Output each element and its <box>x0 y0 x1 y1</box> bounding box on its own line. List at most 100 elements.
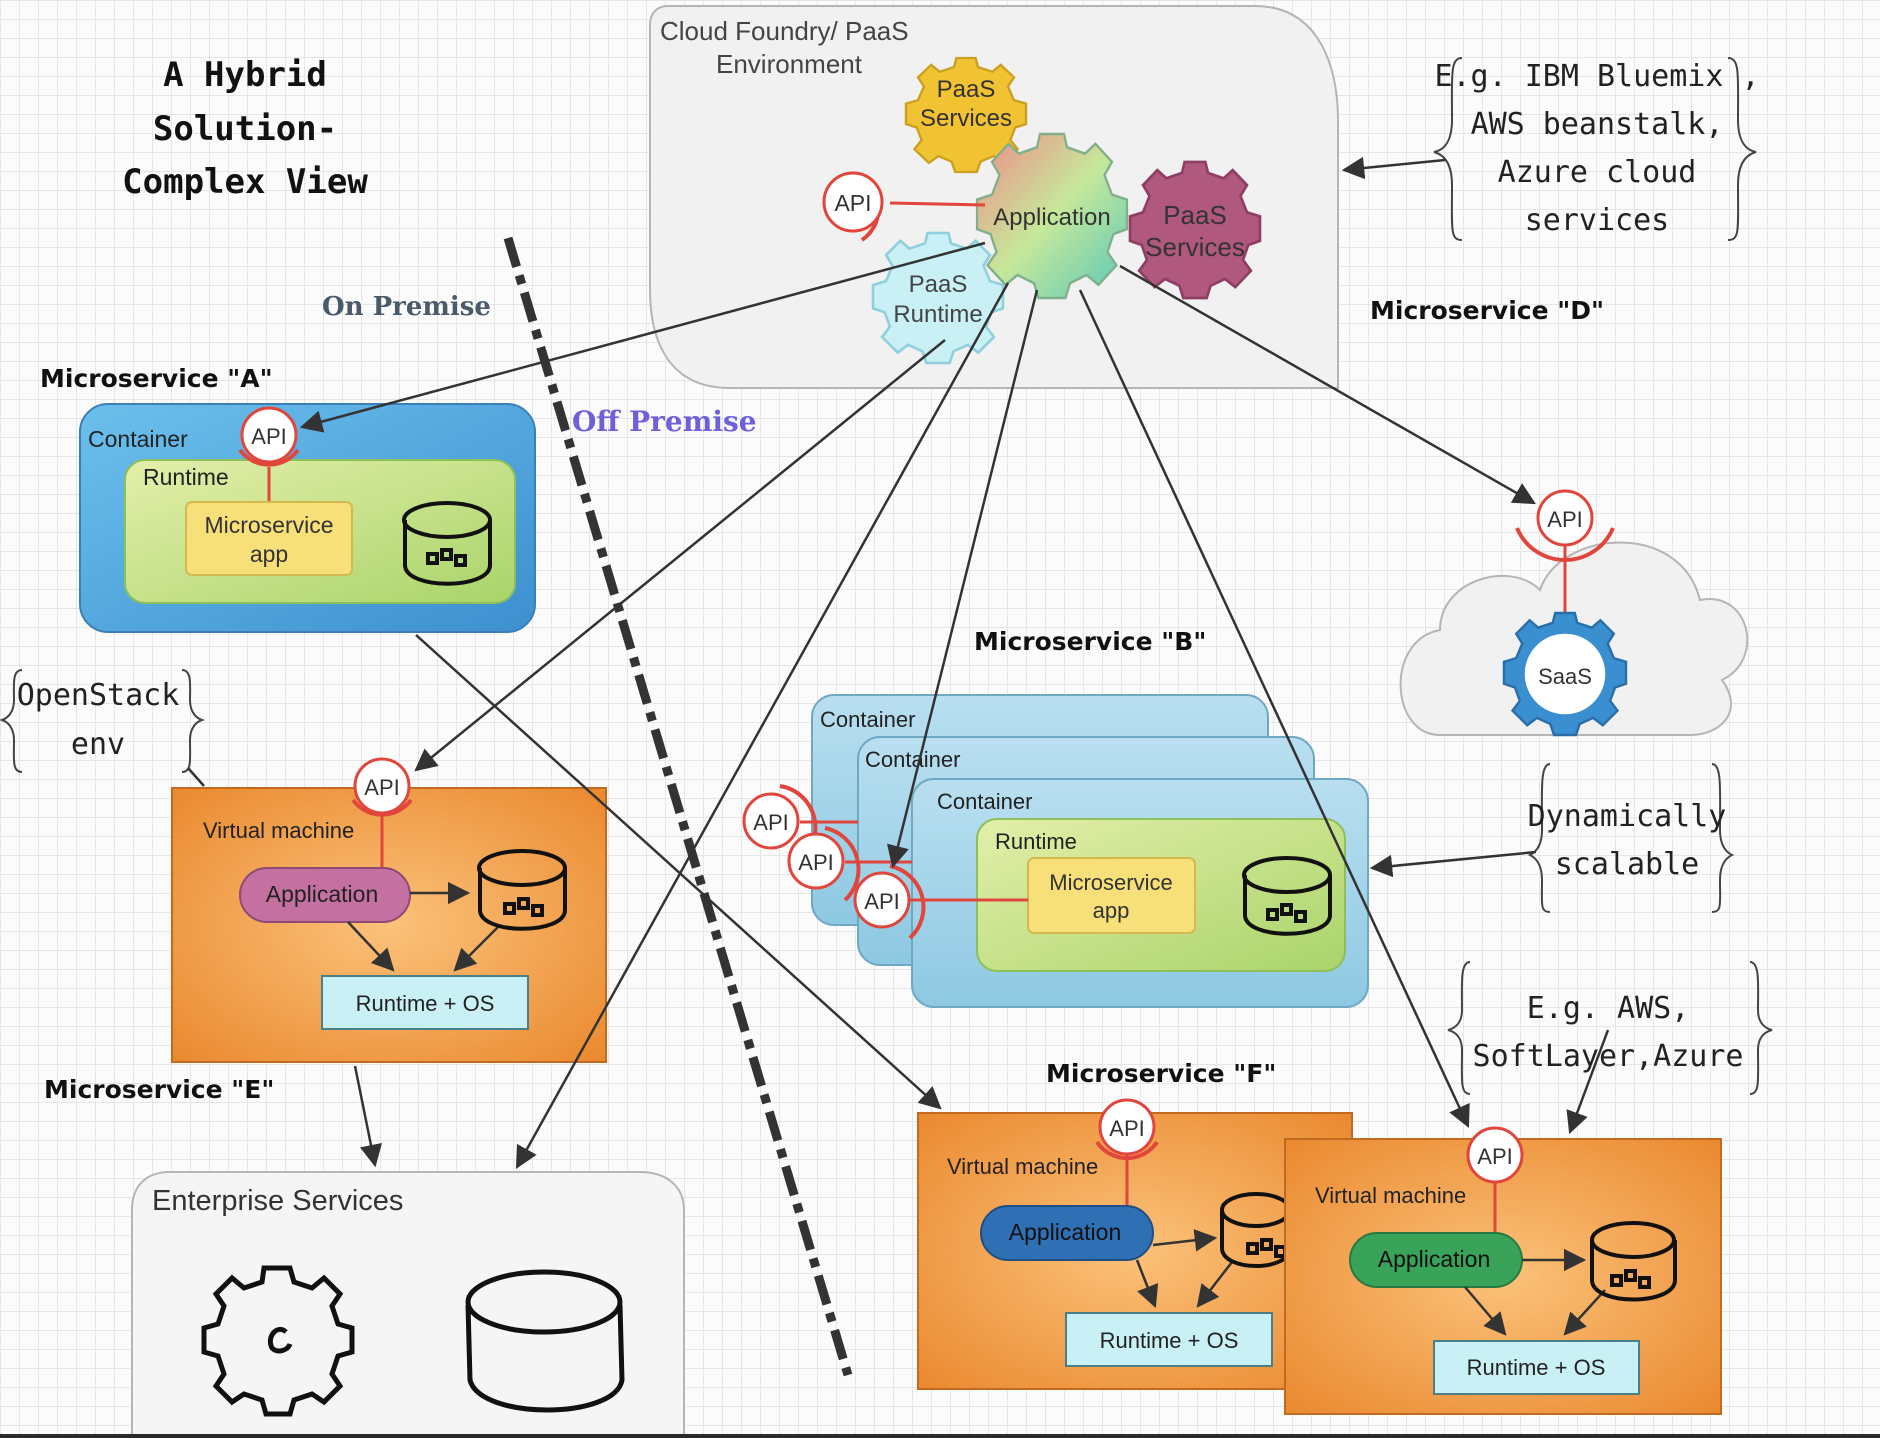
enterprise-gear-icon <box>201 1265 355 1417</box>
microservice-f-vm-1-app <box>980 1205 1154 1261</box>
microservice-b-app <box>1027 857 1196 934</box>
microservice-e-vm-label: Virtual machine <box>203 818 354 843</box>
microservice-f-vm-2-api-label: API <box>1477 1144 1512 1169</box>
on-premise-label: On Premise <box>322 292 491 322</box>
microservice-d-api[interactable]: API <box>1515 489 1615 562</box>
microservice-d-cloud: SaaS <box>1399 541 1749 737</box>
bottom-edge-bar <box>0 1434 1880 1438</box>
microservice-e-app <box>239 867 411 923</box>
microservice-b-api-3[interactable]: API <box>853 864 926 940</box>
microservice-f-vm-1-app-label: Application <box>1009 1219 1122 1245</box>
microservice-f-vm-2-app-label: Application <box>1378 1246 1491 1272</box>
arrow-examples-to-paas <box>1341 156 1446 180</box>
microservice-b-api-1[interactable]: API <box>742 784 818 862</box>
microservice-f-vm-1-runtime-os <box>1065 1312 1273 1367</box>
microservice-b-database-icon <box>1242 856 1332 936</box>
paas-api-label: API <box>834 190 871 216</box>
cloud-examples-line-1: E.g. AWS, <box>1527 991 1690 1026</box>
paas-env-line-2: Environment <box>716 49 863 79</box>
microservice-e-runtime-os <box>321 975 529 1030</box>
microservice-f-vm-1-api[interactable]: API <box>1095 1098 1159 1161</box>
scalable-line-2: scalable <box>1555 847 1700 882</box>
microservice-b-container-3-label: Container <box>937 789 1032 814</box>
title-line-3: Complex View <box>122 162 368 202</box>
paas-env-line-1: Cloud Foundry/ PaaS <box>660 16 909 46</box>
title-line-1: A Hybrid <box>163 55 327 95</box>
paas-services-top-line-2: Services <box>920 105 1012 132</box>
microservice-b-runtime-label: Runtime <box>995 829 1077 854</box>
connector-arrows <box>299 241 1536 1169</box>
arrow-paas-to-b <box>886 289 1039 869</box>
microservice-e-runtime-os-label: Runtime + OS <box>356 991 495 1016</box>
arrow-paas-to-f <box>1078 289 1470 1129</box>
openstack-line-2: env <box>71 727 125 762</box>
arrow-scalable-to-b <box>1369 850 1537 878</box>
microservice-a-container: Container Runtime Microservice app <box>79 403 536 633</box>
saas-gear-icon <box>1502 611 1628 737</box>
microservice-a-database-icon <box>402 501 492 586</box>
microservice-e-app-label: Application <box>266 881 379 907</box>
arrow-paas-to-enterprise <box>515 282 1010 1169</box>
paas-services-right-line-1: PaaS <box>1163 200 1227 230</box>
microservice-a-api[interactable]: API <box>238 406 300 467</box>
paas-services-top-line-1: PaaS <box>937 76 996 103</box>
microservice-b-container-2-label: Container <box>865 747 960 772</box>
saas-label: SaaS <box>1538 664 1592 689</box>
paas-services-gear-right <box>1128 160 1262 300</box>
paas-api[interactable]: API <box>822 171 884 242</box>
microservice-a-app <box>185 501 353 576</box>
enterprise-database-icon <box>465 1269 625 1413</box>
microservice-a-api-label: API <box>251 424 286 449</box>
microservice-b-stack: Container Container Container Runtime Mi… <box>800 694 1369 1008</box>
paas-runtime-gear <box>871 231 1005 365</box>
scalable-note: Dynamically scalable <box>1528 763 1735 913</box>
microservice-f-title: Microservice "F" <box>1046 1059 1276 1088</box>
enterprise-services-title: Enterprise Services <box>152 1185 403 1217</box>
arrow-e-to-enterprise <box>353 1065 383 1168</box>
microservice-f-vm-2-api[interactable]: API <box>1466 1126 1524 1184</box>
arrow-cloud-examples-to-f <box>1566 1029 1610 1135</box>
microservice-f-vm-1-api-label: API <box>1109 1116 1144 1141</box>
microservice-b-api-3-label: API <box>864 889 899 914</box>
cloud-examples-line-2: SoftLayer,Azure <box>1473 1039 1744 1074</box>
diagram-title: A Hybrid Solution- Complex View <box>122 55 368 202</box>
microservice-a-container-label: Container <box>88 426 188 452</box>
arrow-a-to-f <box>415 634 942 1110</box>
microservice-e-api-label: API <box>364 775 399 800</box>
microservice-d-title: Microservice "D" <box>1370 296 1604 325</box>
microservice-f-vm-2-label: Virtual machine <box>1315 1183 1466 1208</box>
enterprise-services: Enterprise Services <box>131 1171 685 1438</box>
title-line-2: Solution- <box>153 109 337 149</box>
paas-examples-line-2: AWS beanstalk, <box>1471 107 1724 142</box>
microservice-a-runtime-label: Runtime <box>143 464 229 490</box>
microservice-b-container-1-label: Container <box>820 707 915 732</box>
microservice-b-app-line-2: app <box>1093 898 1130 923</box>
microservice-d-api-label: API <box>1547 507 1582 532</box>
paas-examples-line-1: E.g. IBM Bluemix , <box>1434 59 1759 94</box>
microservice-a-app-line-2: app <box>250 541 288 567</box>
microservice-a-app-line-1: Microservice <box>204 512 333 538</box>
openstack-pointer-line <box>187 767 205 787</box>
cloud-examples-note: E.g. AWS, SoftLayer,Azure <box>1447 961 1773 1095</box>
microservice-e-database-icon <box>477 849 567 931</box>
paas-application-label: Application <box>993 204 1110 231</box>
microservice-b-title: Microservice "B" <box>974 627 1206 656</box>
microservice-b-api-2-label: API <box>798 850 833 875</box>
microservice-f-vm-2-database-icon <box>1590 1221 1677 1302</box>
microservice-b-app-line-1: Microservice <box>1049 870 1172 895</box>
microservice-b-api-2[interactable]: API <box>787 826 861 902</box>
paas-api-connector <box>889 201 986 207</box>
microservice-b-api-1-label: API <box>753 810 788 835</box>
microservice-f-vm-1-runtime-os-label: Runtime + OS <box>1100 1328 1239 1353</box>
paas-runtime-line-1: PaaS <box>909 271 968 298</box>
microservice-e-title: Microservice "E" <box>44 1075 274 1104</box>
microservice-f-vm-1-label: Virtual machine <box>947 1154 1098 1179</box>
scalable-line-1: Dynamically <box>1528 799 1727 834</box>
premise-boundary-line <box>503 236 853 1377</box>
paas-runtime-line-2: Runtime <box>893 301 982 328</box>
paas-examples-line-3: Azure cloud <box>1498 155 1697 190</box>
microservice-f-vm-2-runtime-os <box>1433 1340 1640 1395</box>
paas-examples-line-4: services <box>1525 203 1670 238</box>
microservice-e-api[interactable]: API <box>351 757 413 817</box>
microservice-a-title: Microservice "A" <box>40 364 273 393</box>
